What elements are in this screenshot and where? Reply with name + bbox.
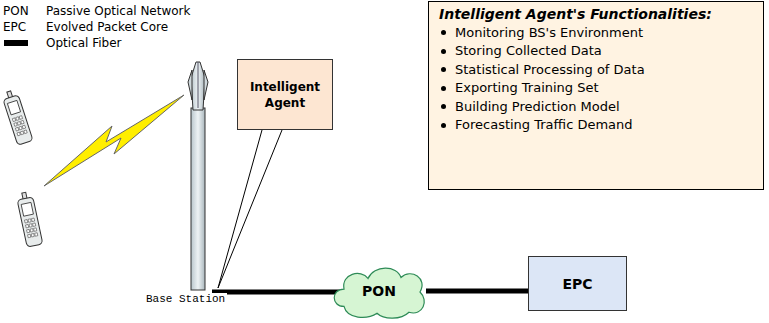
callout-line xyxy=(218,130,282,288)
legend-swatch xyxy=(4,40,28,46)
function-item: Storing Collected Data xyxy=(455,42,602,61)
optical-fiber xyxy=(426,289,528,294)
box-heading: Intelligent Agent's Functionalities: xyxy=(439,5,712,24)
node-label: EPC xyxy=(562,276,592,292)
function-item: Forecasting Traffic Demand xyxy=(455,116,633,135)
legend-text: Optical Fiber xyxy=(46,36,122,50)
device-label: Base Station xyxy=(144,293,227,305)
node-label: PON xyxy=(362,283,396,299)
abbreviation-meaning: Evolved Packet Core xyxy=(46,20,168,34)
optical-fiber xyxy=(212,290,345,295)
legend-entry: Optical Fiber xyxy=(4,36,122,50)
bullet-dot xyxy=(441,104,446,109)
abbreviation: EPC xyxy=(3,20,26,34)
function-item: Statistical Processing of Data xyxy=(455,61,645,80)
wireless-link xyxy=(44,95,184,186)
callout-line xyxy=(218,130,262,288)
abbreviation-meaning: Passive Optical Network xyxy=(46,4,191,18)
bullet-dot xyxy=(441,67,446,72)
bullet-dot xyxy=(441,86,446,91)
bullet-dot xyxy=(441,49,446,54)
bullet-dot xyxy=(441,123,446,128)
abbreviation: PON xyxy=(3,4,29,18)
function-item: Monitoring BS's Environment xyxy=(455,24,643,43)
core-box: EPC xyxy=(528,256,627,311)
mobile-phone xyxy=(1,89,33,145)
base-station-tower xyxy=(188,62,208,290)
function-item: Building Prediction Model xyxy=(455,98,620,117)
function-item: Exporting Training Set xyxy=(455,79,599,98)
agent-box: Intelligent Agent xyxy=(237,59,333,130)
mobile-phone xyxy=(16,191,43,247)
node-label: Intelligent Agent xyxy=(246,79,324,111)
bullet-dot xyxy=(441,30,446,35)
functionality-box: Intelligent Agent's Functionalities:Moni… xyxy=(428,1,764,190)
network-cloud: PON xyxy=(329,262,429,320)
